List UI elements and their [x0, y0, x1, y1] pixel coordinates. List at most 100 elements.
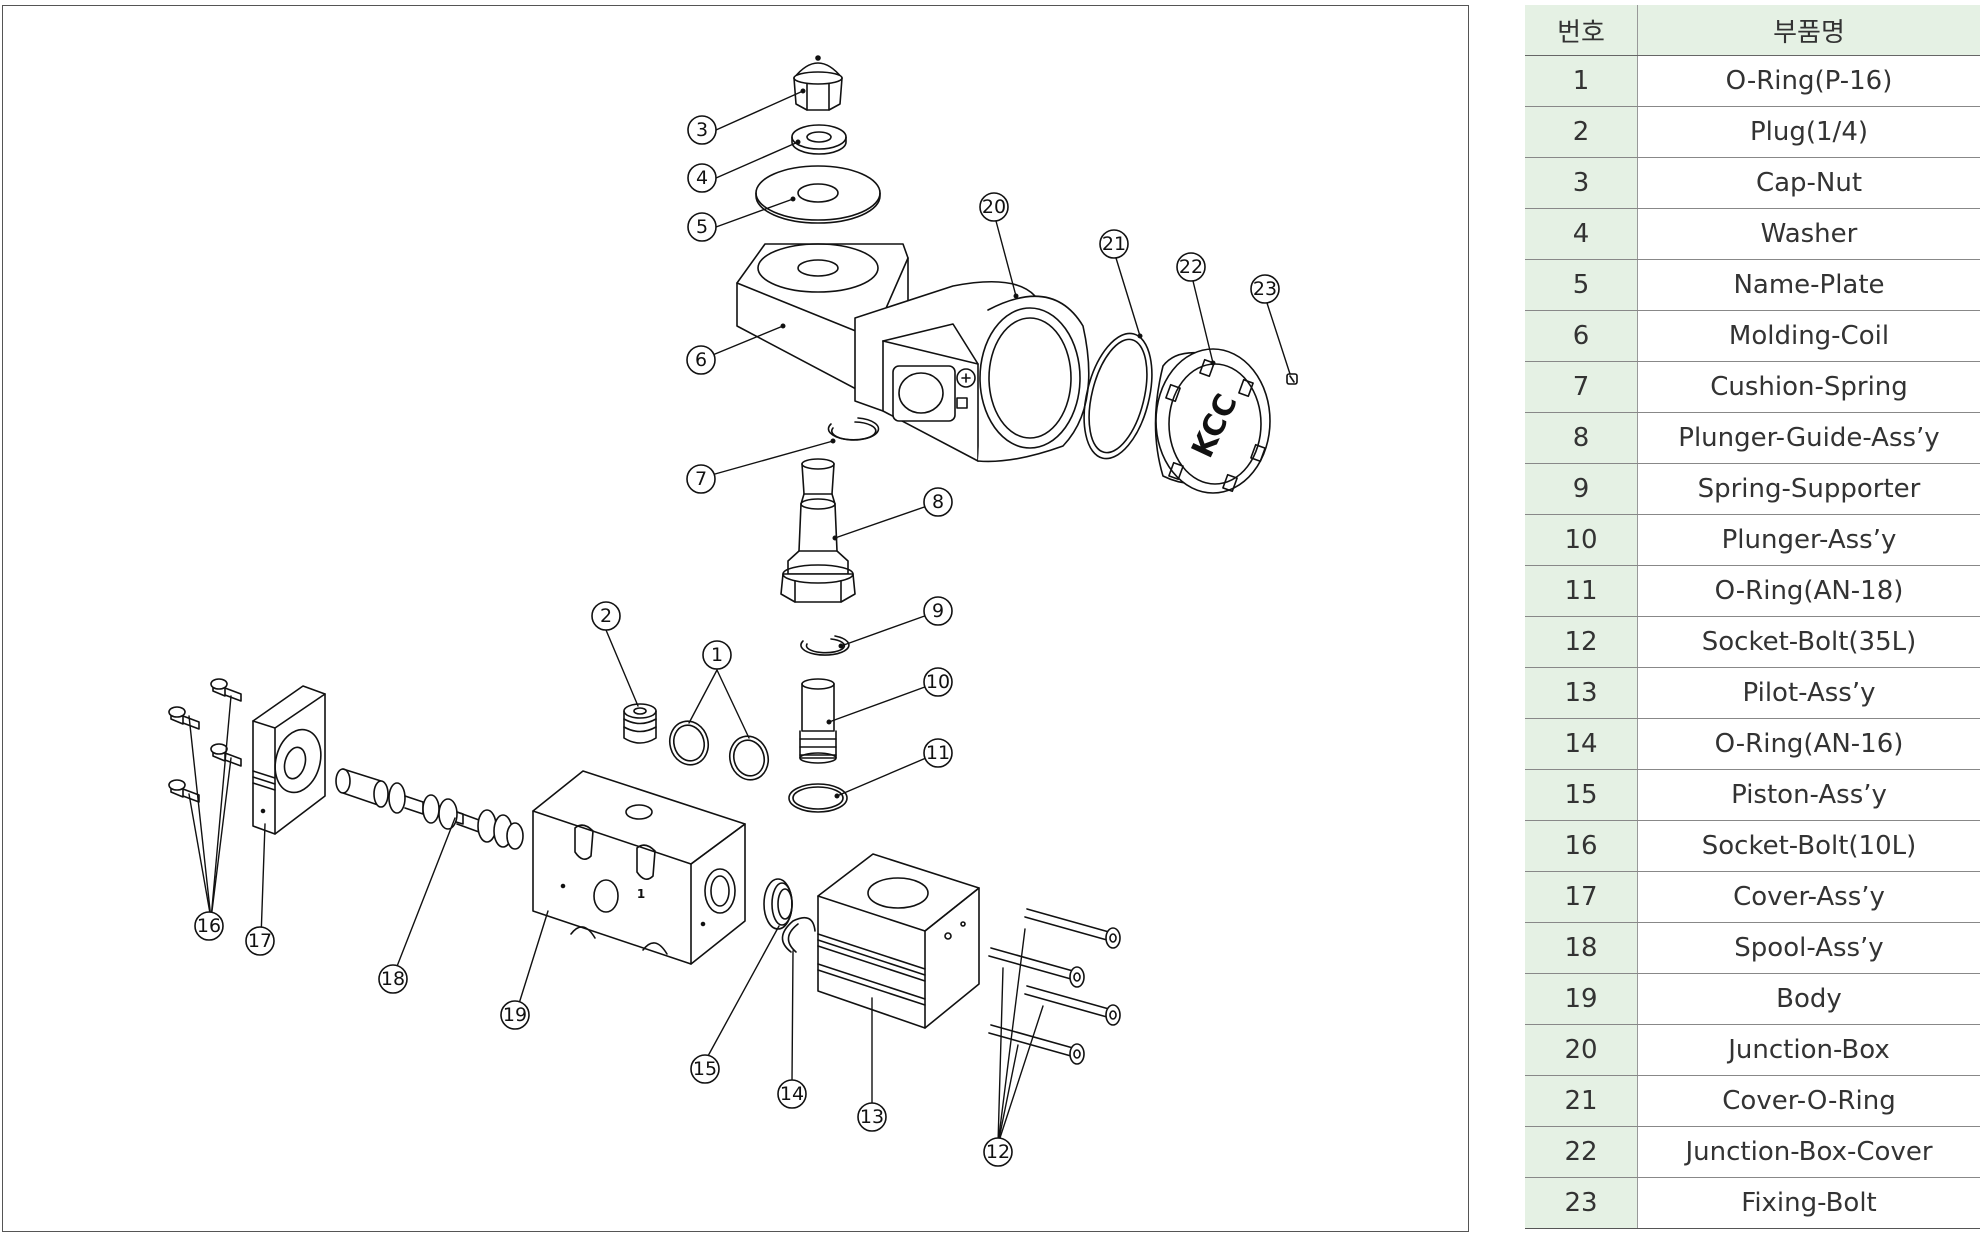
- callout-18: 18: [378, 964, 408, 994]
- part-number-cell: 19: [1525, 973, 1638, 1025]
- part-name-cell: Plug(1/4): [1637, 106, 1980, 158]
- part-number-cell: 7: [1525, 361, 1638, 413]
- svg-text:23: 23: [1253, 278, 1277, 300]
- callout-11: 11: [923, 738, 953, 768]
- part-number-cell: 4: [1525, 208, 1638, 260]
- callout-3: 3: [687, 115, 717, 145]
- part-number-cell: 6: [1525, 310, 1638, 362]
- part-name-cell: Spool-Ass’y: [1637, 922, 1980, 974]
- table-header-row: 번호 부품명: [1525, 5, 1980, 56]
- part-cover: [252, 685, 326, 835]
- exploded-view-drawing: KCC: [2, 5, 1469, 1232]
- part-name-cell: Cover-Ass’y: [1637, 871, 1980, 923]
- callouts: 1 2 3 4 5 6 7 8 9 10 11 12 13 14 15 16 1…: [194, 115, 1280, 1167]
- part-socket-bolts-10l: [168, 678, 242, 803]
- callout-10: 10: [923, 667, 953, 697]
- callout-17: 17: [245, 926, 275, 956]
- part-plunger: [799, 678, 837, 764]
- part-number-cell: 9: [1525, 463, 1638, 515]
- callout-5: 5: [687, 212, 717, 242]
- callout-22: 22: [1176, 252, 1206, 282]
- part-number-cell: 22: [1525, 1126, 1638, 1178]
- part-name-cell: Socket-Bolt(35L): [1637, 616, 1980, 668]
- part-name-cell: Cushion-Spring: [1637, 361, 1980, 413]
- part-number-cell: 14: [1525, 718, 1638, 770]
- part-cushion-spring: [827, 417, 880, 441]
- callout-20: 20: [979, 192, 1009, 222]
- svg-text:20: 20: [982, 196, 1006, 218]
- part-name-cell: O-Ring(AN-16): [1637, 718, 1980, 770]
- part-name-cell: Junction-Box: [1637, 1024, 1980, 1076]
- part-plunger-guide: [780, 458, 856, 603]
- callout-23: 23: [1250, 274, 1280, 304]
- svg-text:12: 12: [986, 1141, 1010, 1163]
- leader-lines: [188, 88, 1291, 1145]
- part-cover-o-ring: [1083, 332, 1153, 460]
- part-socket-bolts-35l: [988, 908, 1121, 1065]
- callout-9: 9: [923, 596, 953, 626]
- part-number-cell: 1: [1525, 55, 1638, 107]
- part-pilot: [817, 853, 980, 1029]
- part-name-cell: Piston-Ass’y: [1637, 769, 1980, 821]
- part-number-cell: 23: [1525, 1177, 1638, 1229]
- part-name-cell: O-Ring(P-16): [1637, 55, 1980, 107]
- callout-12: 12: [983, 1137, 1013, 1167]
- part-washer: [791, 124, 847, 155]
- part-number-cell: 16: [1525, 820, 1638, 872]
- svg-text:22: 22: [1179, 256, 1203, 278]
- part-name-cell: Washer: [1637, 208, 1980, 260]
- svg-text:16: 16: [197, 915, 221, 937]
- svg-text:7: 7: [695, 468, 707, 490]
- svg-text:14: 14: [780, 1083, 804, 1105]
- part-number-cell: 8: [1525, 412, 1638, 464]
- callout-14: 14: [777, 1079, 807, 1109]
- part-plug: [623, 703, 657, 744]
- part-o-ring-p16: [668, 720, 770, 781]
- column-header-part-name: 부품명: [1637, 5, 1980, 56]
- part-name-plate: [755, 165, 881, 224]
- part-spool: [335, 768, 524, 850]
- body-port-label: 1: [637, 887, 645, 901]
- part-name-cell: Spring-Supporter: [1637, 463, 1980, 515]
- callout-8: 8: [923, 487, 953, 517]
- part-number-cell: 2: [1525, 106, 1638, 158]
- part-name-cell: Cap-Nut: [1637, 157, 1980, 209]
- part-name-cell: Name-Plate: [1637, 259, 1980, 311]
- svg-text:10: 10: [926, 671, 950, 693]
- svg-text:2: 2: [600, 605, 612, 627]
- exploded-view-svg: KCC: [168, 55, 1298, 1167]
- part-number-cell: 5: [1525, 259, 1638, 311]
- part-o-ring-an18: [788, 783, 848, 813]
- svg-text:13: 13: [860, 1106, 884, 1128]
- callout-4: 4: [687, 163, 717, 193]
- svg-text:4: 4: [696, 167, 708, 189]
- svg-text:17: 17: [248, 930, 272, 952]
- part-cap-nut: [793, 55, 843, 111]
- part-number-cell: 3: [1525, 157, 1638, 209]
- part-number-cell: 10: [1525, 514, 1638, 566]
- part-piston: [763, 878, 793, 930]
- callout-7: 7: [686, 464, 716, 494]
- part-number-cell: 18: [1525, 922, 1638, 974]
- column-header-number: 번호: [1525, 5, 1638, 56]
- part-name-cell: Junction-Box-Cover: [1637, 1126, 1980, 1178]
- svg-text:3: 3: [696, 119, 708, 141]
- part-number-cell: 17: [1525, 871, 1638, 923]
- callout-21: 21: [1099, 229, 1129, 259]
- part-number-cell: 13: [1525, 667, 1638, 719]
